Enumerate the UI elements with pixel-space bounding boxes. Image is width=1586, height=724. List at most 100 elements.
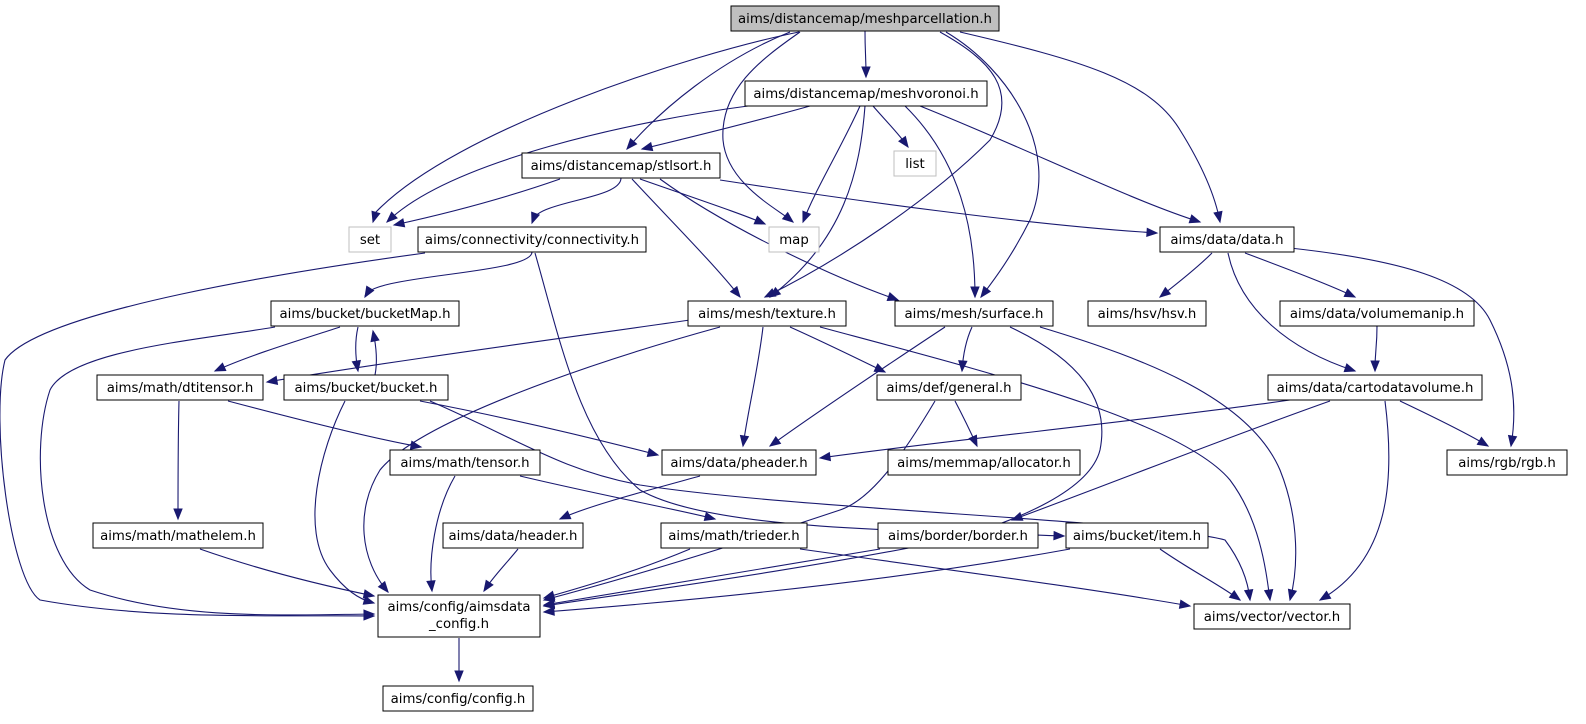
node-label: _config.h <box>428 617 489 632</box>
node-box <box>687 300 847 327</box>
node-box <box>283 374 449 401</box>
node-config[interactable]: aims/config/config.h <box>382 685 534 712</box>
node-mathelem[interactable]: aims/math/mathelem.h <box>92 522 264 549</box>
node-label: aims/vector/vector.h <box>1204 610 1340 625</box>
node-cartodatavolume[interactable]: aims/data/cartodatavolume.h <box>1267 374 1483 401</box>
node-vector[interactable]: aims/vector/vector.h <box>1193 603 1351 630</box>
node-label: aims/data/data.h <box>1170 233 1283 248</box>
edge-texture-to-vector <box>819 326 1274 602</box>
edge-bucketMap-to-bucket <box>351 326 361 373</box>
edge-texture-to-dtitensor <box>265 319 691 385</box>
node-allocator[interactable]: aims/memmap/allocator.h <box>887 449 1081 476</box>
edge-datah-to-rgb <box>1289 247 1518 448</box>
edge-general-to-aimsdata_config <box>542 400 936 602</box>
node-label: aims/data/volumemanip.h <box>1290 307 1464 322</box>
node-box <box>876 374 1022 401</box>
edge-meshvoronoi-to-datah <box>919 105 1202 224</box>
node-box <box>96 374 264 401</box>
node-tensor[interactable]: aims/math/tensor.h <box>389 449 541 476</box>
edge-meshparcellation-to-stlsort <box>626 31 791 151</box>
node-label: aims/def/general.h <box>886 381 1011 396</box>
edge-texture-to-pheader <box>739 326 764 448</box>
node-hsv[interactable]: aims/hsv/hsv.h <box>1087 300 1207 327</box>
edge-header-to-aimsdata_config <box>483 548 519 593</box>
edge-surface-to-vector <box>1039 326 1298 602</box>
node-label: map <box>779 233 809 248</box>
node-box <box>1065 522 1209 549</box>
edge-aimsdata_config-to-config <box>454 638 464 683</box>
node-meshvoronoi[interactable]: aims/distancemap/meshvoronoi.h <box>744 80 988 107</box>
node-label: aims/memmap/allocator.h <box>897 456 1071 471</box>
edge-volumemanip-to-cartodatavolume <box>1370 325 1380 373</box>
node-label: aims/data/pheader.h <box>670 456 807 471</box>
edge-tensor-to-trieder <box>519 475 717 522</box>
edge-dtitensor-to-tensor <box>227 400 423 450</box>
node-datah[interactable]: aims/data/data.h <box>1159 226 1295 253</box>
node-box <box>389 449 541 476</box>
node-label: aims/bucket/bucket.h <box>295 381 438 396</box>
node-general[interactable]: aims/def/general.h <box>876 374 1022 401</box>
node-meshparcellation[interactable]: aims/distancemap/meshparcellation.h <box>730 5 1000 32</box>
node-bucket[interactable]: aims/bucket/bucket.h <box>283 374 449 401</box>
node-box <box>894 300 1054 327</box>
node-label: aims/hsv/hsv.h <box>1098 307 1197 322</box>
edge-trieder-to-vector <box>799 548 1192 609</box>
node-box <box>270 300 460 327</box>
edge-stlsort-to-texture <box>631 178 741 299</box>
node-aimsdata_config[interactable]: aims/config/aimsdata_config.h <box>377 594 541 638</box>
node-dtitensor[interactable]: aims/math/dtitensor.h <box>96 374 264 401</box>
node-box <box>1267 374 1483 401</box>
edge-bucket-to-aimsdata_config <box>314 400 376 605</box>
edge-surface-to-general <box>958 326 973 373</box>
edge-bucket-to-vector <box>429 400 1254 602</box>
node-item[interactable]: aims/bucket/item.h <box>1065 522 1209 549</box>
node-label: aims/distancemap/stlsort.h <box>531 159 712 174</box>
node-border[interactable]: aims/border/border.h <box>877 522 1039 549</box>
node-box <box>768 226 820 253</box>
node-label: aims/data/header.h <box>449 529 578 544</box>
edge-bucketMap-to-aimsdata_config <box>39 326 376 619</box>
node-box <box>417 226 647 253</box>
edge-meshvoronoi-to-map <box>802 105 861 224</box>
node-stlsort[interactable]: aims/distancemap/stlsort.h <box>521 152 721 179</box>
node-texture[interactable]: aims/mesh/texture.h <box>687 300 847 327</box>
edge-meshvoronoi-to-stlsort <box>640 105 811 152</box>
edge-trieder-to-aimsdata_config <box>542 548 691 600</box>
node-header[interactable]: aims/data/header.h <box>442 522 584 549</box>
edge-cartodatavolume-to-rgb <box>1399 400 1490 447</box>
edge-bucket-to-pheader <box>419 400 660 457</box>
node-label: aims/border/border.h <box>888 529 1028 544</box>
node-volumemanip[interactable]: aims/data/volumemanip.h <box>1279 300 1475 327</box>
node-list: list <box>893 150 937 177</box>
node-connectivity[interactable]: aims/connectivity/connectivity.h <box>417 226 647 253</box>
node-label: aims/math/dtitensor.h <box>107 381 254 396</box>
edge-datah-to-cartodatavolume <box>1227 252 1357 373</box>
node-surface[interactable]: aims/mesh/surface.h <box>894 300 1054 327</box>
node-box <box>1446 449 1568 476</box>
edge-meshparcellation-to-set <box>371 31 800 224</box>
node-pheader[interactable]: aims/data/pheader.h <box>661 449 817 476</box>
node-set: set <box>348 226 392 253</box>
edge-stlsort-to-connectivity <box>531 177 622 225</box>
node-label: aims/config/config.h <box>391 692 526 707</box>
node-label: aims/bucket/bucketMap.h <box>280 307 451 322</box>
node-label: set <box>360 233 380 248</box>
node-rgb[interactable]: aims/rgb/rgb.h <box>1446 449 1568 476</box>
node-box <box>521 152 721 179</box>
edge-stlsort-to-set <box>392 178 561 228</box>
node-bucketMap[interactable]: aims/bucket/bucketMap.h <box>270 300 460 327</box>
edge-item-to-aimsdata_config <box>542 548 1071 616</box>
node-box <box>877 522 1039 549</box>
node-label: aims/math/mathelem.h <box>100 529 256 544</box>
edge-cartodatavolume-to-border <box>1010 400 1331 521</box>
node-label: aims/mesh/surface.h <box>905 307 1044 322</box>
node-label: aims/math/trieder.h <box>668 529 800 544</box>
node-box <box>92 522 264 549</box>
edges-layer <box>0 30 1518 683</box>
edge-meshparcellation-to-surface <box>945 31 1040 299</box>
node-trieder[interactable]: aims/math/trieder.h <box>660 522 808 549</box>
edge-item-to-vector <box>1159 548 1242 601</box>
edge-datah-to-volumemanip <box>1244 252 1357 298</box>
node-box <box>661 449 817 476</box>
